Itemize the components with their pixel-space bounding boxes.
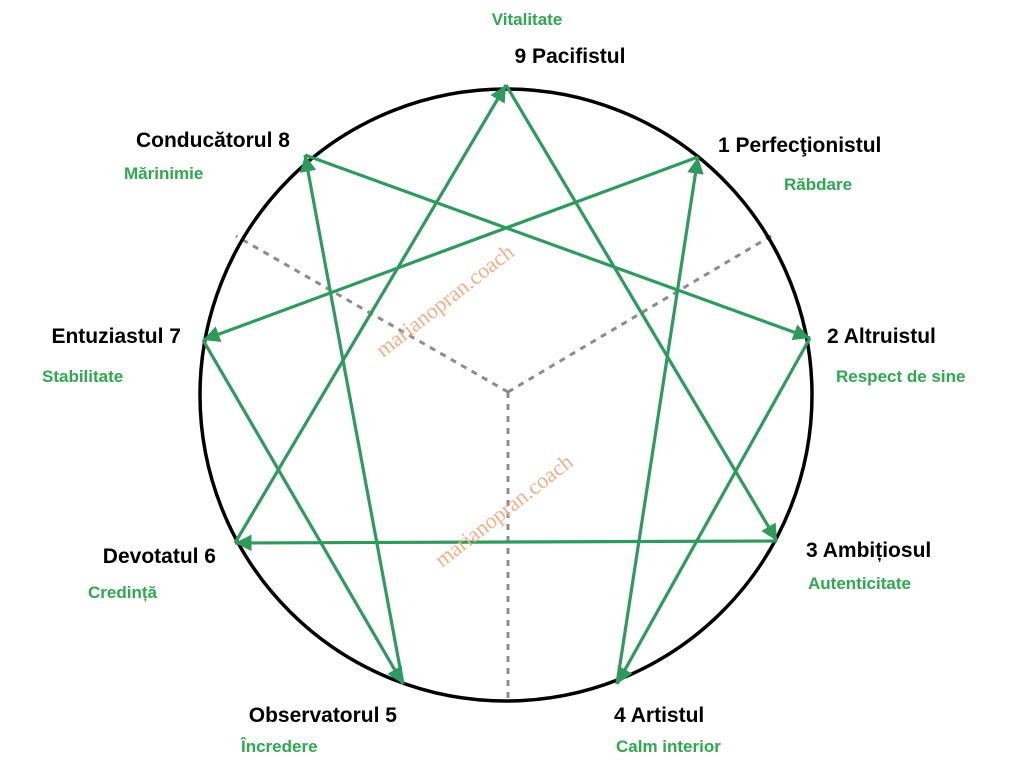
arrow-4-to-1 [615,156,704,685]
type-name-9: 9 Pacifistul [515,45,626,68]
type-name-6: Devotatul 6 [103,545,216,568]
type-labels: Vitalitate 9 Pacifistul 1 Perfecţionistu… [42,10,965,756]
type-name-4: 4 Artistul [614,704,704,727]
virtue-4: Calm interior [616,737,721,756]
virtue-8: Mărinimie [124,164,203,183]
type-name-3: 3 Ambițiosul [806,539,931,562]
virtue-6: Credință [88,583,158,602]
virtue-9: Vitalitate [492,10,563,29]
arrow-7-to-5 [201,339,405,685]
arrow-9-to-3 [504,84,779,542]
enneagram-circle [198,87,814,703]
type-name-2: 2 Altruistul [827,325,936,348]
virtue-1: Răbdare [784,175,852,194]
virtue-5: Încredere [240,737,318,756]
arrow-3-to-6 [234,534,778,552]
type-name-8: Conducătorul 8 [136,129,290,152]
arrow-1-to-7 [202,155,699,343]
arrow-5-to-8 [299,154,405,685]
arrow-6-to-9 [233,84,508,544]
type-name-1: 1 Perfecţionistul [718,134,881,157]
watermarks: marianopran.coach marianopran.coach [371,239,578,572]
virtue-3: Autenticitate [808,574,911,593]
watermark-text: marianopran.coach [371,239,519,362]
center-guides [235,231,777,700]
virtue-7: Stabilitate [42,367,123,386]
virtue-2: Respect de sine [836,367,965,386]
arrow-8-to-2 [304,153,811,341]
watermark-text: marianopran.coach [430,449,578,572]
arrow-layer [201,84,812,685]
type-name-5: Observatorul 5 [249,704,398,727]
guide-to-upper-right [507,231,777,394]
type-name-7: Entuziastul 7 [51,325,181,348]
arrow-2-to-4 [615,337,812,685]
